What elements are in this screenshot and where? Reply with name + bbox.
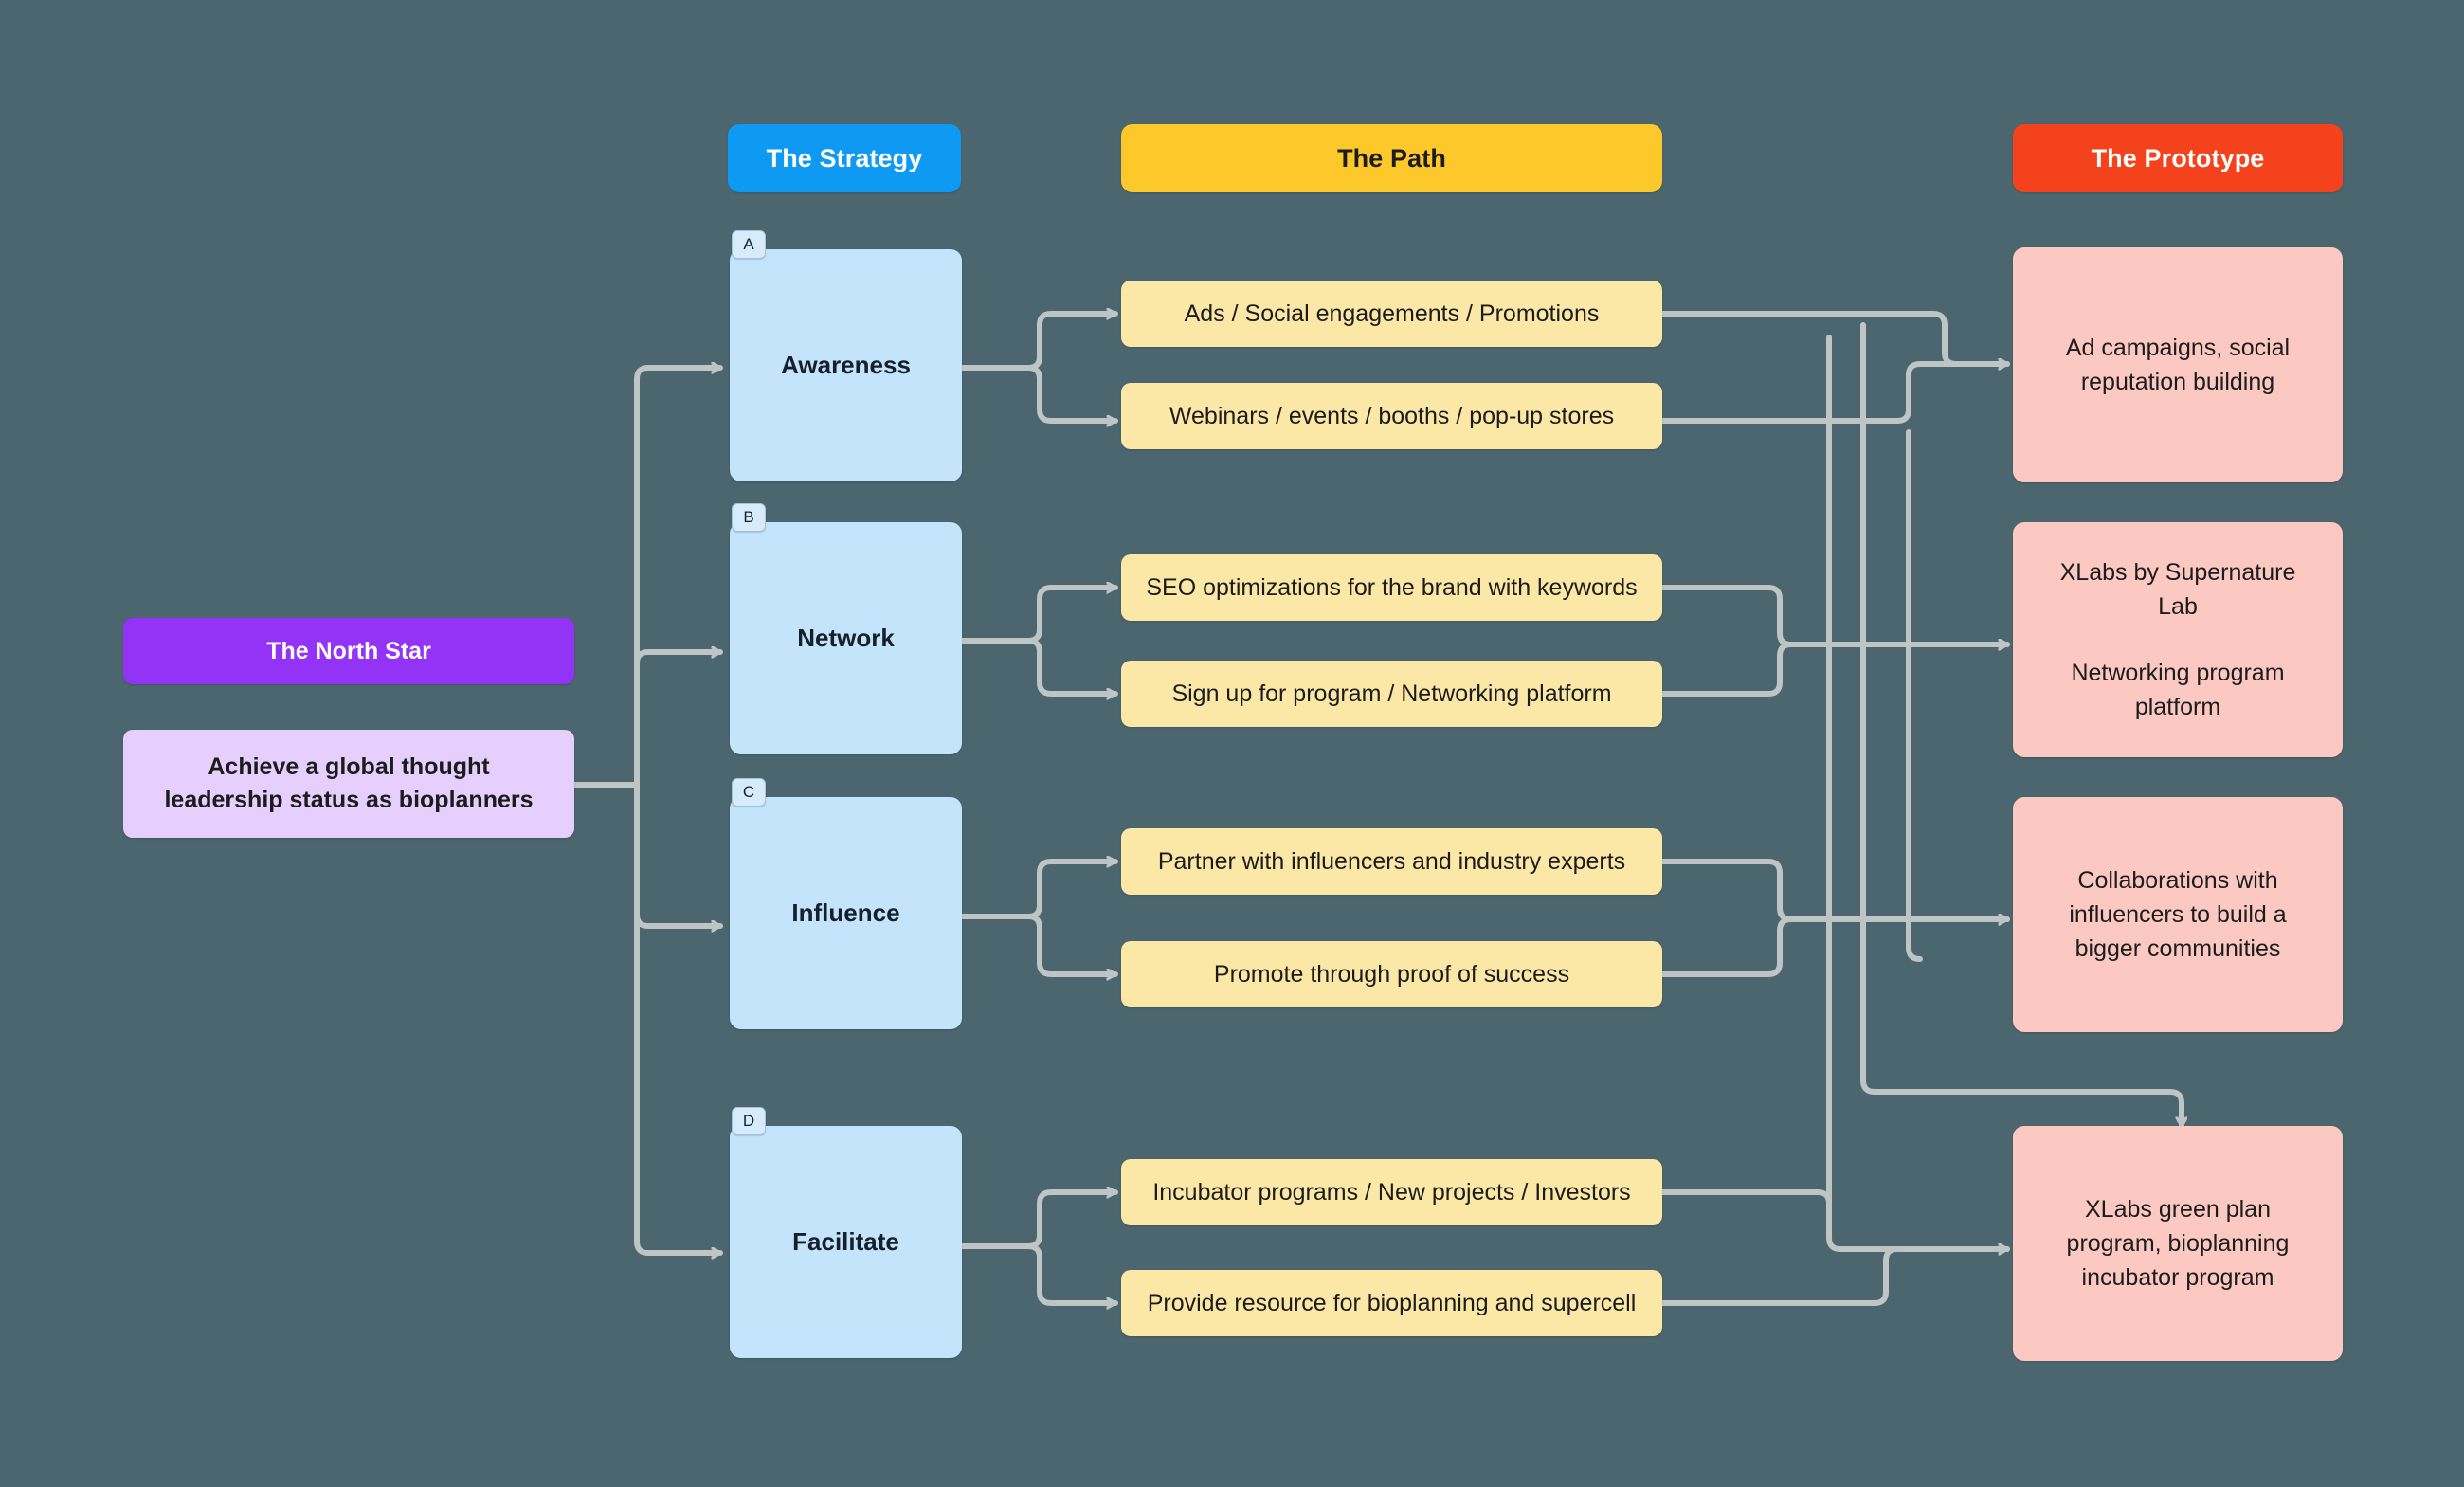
edge-awareness-path2 bbox=[959, 365, 1118, 421]
prototype-card-green-plan-line-1: XLabs green plan program, bioplanning in… bbox=[2066, 1195, 2290, 1292]
edge-path4-proto2 bbox=[1659, 644, 2010, 697]
north-star-statement-text: Achieve a global thought leadership stat… bbox=[164, 753, 534, 814]
edge-trunk-up-a bbox=[634, 365, 651, 788]
strategy-card-awareness[interactable]: Awareness bbox=[730, 249, 962, 481]
strategy-badge-c-label: C bbox=[742, 783, 755, 801]
path-card-incubator[interactable]: Incubator programs / New projects / Inve… bbox=[1121, 1159, 1662, 1225]
edge-path8-proto4 bbox=[1659, 1249, 2010, 1306]
path-card-signup[interactable]: Sign up for program / Networking platfor… bbox=[1121, 661, 1662, 727]
path-card-promote-label: Promote through proof of success bbox=[1213, 960, 1570, 988]
edge-path5-proto3 bbox=[1659, 859, 2010, 919]
north-star-title-label: The North Star bbox=[266, 637, 431, 664]
strategy-badge-b-label: B bbox=[743, 508, 754, 526]
edge-path3-proto2 bbox=[1659, 585, 2010, 644]
path-card-incubator-label: Incubator programs / New projects / Inve… bbox=[1152, 1178, 1631, 1206]
strategy-badge-a-label: A bbox=[743, 235, 754, 253]
edge-network-path4 bbox=[959, 638, 1118, 694]
edge-path7-proto4 bbox=[1659, 1189, 2010, 1249]
strategy-badge-a: A bbox=[732, 230, 766, 259]
path-card-promote[interactable]: Promote through proof of success bbox=[1121, 941, 1662, 1007]
strategy-card-influence-label: Influence bbox=[791, 898, 900, 927]
strategy-badge-c: C bbox=[732, 778, 766, 807]
edge-network-path3 bbox=[959, 588, 1118, 644]
edge-trunk-down-c bbox=[634, 782, 651, 929]
strategy-badge-d: D bbox=[732, 1107, 766, 1135]
edge-influence-path5 bbox=[959, 861, 1118, 919]
strategy-card-network[interactable]: Network bbox=[730, 522, 962, 754]
column-header-prototype[interactable]: The Prototype bbox=[2013, 124, 2343, 192]
path-card-ads[interactable]: Ads / Social engagements / Promotions bbox=[1121, 281, 1662, 347]
edge-trunk-up-b bbox=[634, 649, 651, 788]
path-card-seo[interactable]: SEO optimizations for the brand with key… bbox=[1121, 554, 1662, 621]
edge-bus-vertical-mid bbox=[1906, 429, 1923, 962]
prototype-card-ad-campaigns-line-1: Ad campaigns, social reputation building bbox=[2065, 334, 2291, 395]
strategy-card-facilitate-label: Facilitate bbox=[792, 1227, 899, 1256]
edge-path2-proto1 bbox=[1659, 364, 2010, 424]
prototype-card-collaborations[interactable]: Collaborations with influencers to build… bbox=[2013, 797, 2343, 1032]
column-header-path[interactable]: The Path bbox=[1121, 124, 1662, 192]
strategy-card-facilitate[interactable]: Facilitate bbox=[730, 1126, 962, 1358]
prototype-card-ad-campaigns[interactable]: Ad campaigns, social reputation building bbox=[2013, 247, 2343, 482]
column-header-strategy-label: The Strategy bbox=[766, 143, 923, 172]
path-card-partner-label: Partner with influencers and industry ex… bbox=[1157, 847, 1626, 875]
north-star-statement[interactable]: Achieve a global thought leadership stat… bbox=[123, 730, 574, 838]
prototype-card-xlabs-supernature-line-2: Networking program platform bbox=[2071, 660, 2285, 721]
edge-influence-path6 bbox=[959, 914, 1118, 974]
prototype-card-collaborations-line-1: Collaborations with influencers to build… bbox=[2069, 866, 2287, 963]
edge-path1-proto1 bbox=[1659, 311, 2010, 364]
path-card-resource[interactable]: Provide resource for bioplanning and sup… bbox=[1121, 1270, 1662, 1336]
edge-trunk-down-d bbox=[634, 782, 651, 1256]
north-star-title[interactable]: The North Star bbox=[123, 618, 574, 684]
path-card-webinars-label: Webinars / events / booths / pop-up stor… bbox=[1169, 402, 1615, 429]
edge-facilitate-path7 bbox=[959, 1192, 1118, 1249]
prototype-card-green-plan[interactable]: XLabs green plan program, bioplanning in… bbox=[2013, 1126, 2343, 1361]
path-card-resource-label: Provide resource for bioplanning and sup… bbox=[1147, 1289, 1637, 1316]
prototype-card-xlabs-supernature[interactable]: XLabs by Supernature Lab Networking prog… bbox=[2013, 522, 2343, 757]
path-card-signup-label: Sign up for program / Networking platfor… bbox=[1171, 680, 1612, 707]
path-card-webinars[interactable]: Webinars / events / booths / pop-up stor… bbox=[1121, 383, 1662, 449]
edge-path6-proto3 bbox=[1659, 919, 2010, 977]
path-card-ads-label: Ads / Social engagements / Promotions bbox=[1184, 299, 1600, 327]
edge-awareness-path1 bbox=[959, 314, 1118, 371]
column-header-prototype-label: The Prototype bbox=[2091, 143, 2265, 172]
path-card-partner[interactable]: Partner with influencers and industry ex… bbox=[1121, 828, 1662, 895]
strategy-badge-d-label: D bbox=[742, 1112, 755, 1130]
path-card-seo-label: SEO optimizations for the brand with key… bbox=[1146, 573, 1638, 601]
prototype-card-xlabs-supernature-line-1: XLabs by Supernature Lab bbox=[2059, 558, 2296, 620]
strategy-card-network-label: Network bbox=[797, 624, 895, 652]
edge-facilitate-path8 bbox=[959, 1243, 1118, 1303]
strategy-card-influence[interactable]: Influence bbox=[730, 797, 962, 1029]
column-header-strategy[interactable]: The Strategy bbox=[728, 124, 961, 192]
strategy-badge-b: B bbox=[732, 503, 766, 532]
strategy-card-awareness-label: Awareness bbox=[781, 351, 911, 379]
column-header-path-label: The Path bbox=[1337, 143, 1446, 172]
